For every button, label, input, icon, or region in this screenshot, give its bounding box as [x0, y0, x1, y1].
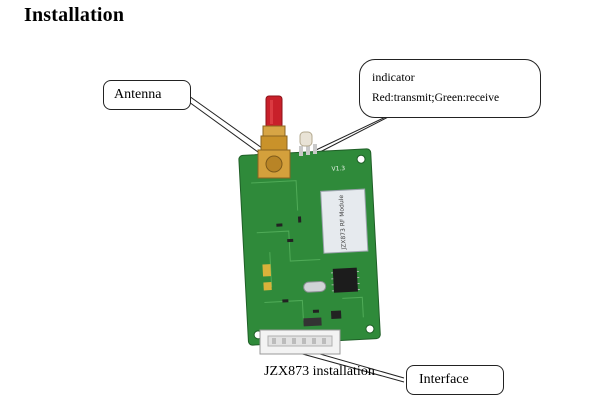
interface-callout: Interface	[406, 365, 504, 395]
antenna-callout-label: Antenna	[114, 87, 162, 102]
pcb-board: JZX873 RF Module V1.3	[238, 148, 381, 346]
figure-caption: JZX873 installation	[264, 364, 375, 379]
interface-connector	[259, 329, 341, 355]
module-label: JZX873 RF Module	[338, 194, 348, 250]
indicator-callout-title: indicator	[372, 70, 415, 84]
crystal	[303, 280, 327, 293]
section-heading: Installation	[24, 4, 125, 26]
version-label: V1.3	[331, 165, 345, 173]
indicator-callout-detail: Red:transmit;Green:receive	[372, 92, 500, 104]
ic-chip	[332, 267, 358, 293]
led-indicators	[299, 131, 317, 156]
interface-callout-label: Interface	[419, 372, 469, 387]
rf-module-shield	[320, 188, 369, 254]
antenna-callout: Antenna	[103, 80, 191, 110]
antenna-connector	[257, 95, 291, 179]
indicator-callout: indicator Red:transmit;Green:receive	[359, 59, 541, 118]
